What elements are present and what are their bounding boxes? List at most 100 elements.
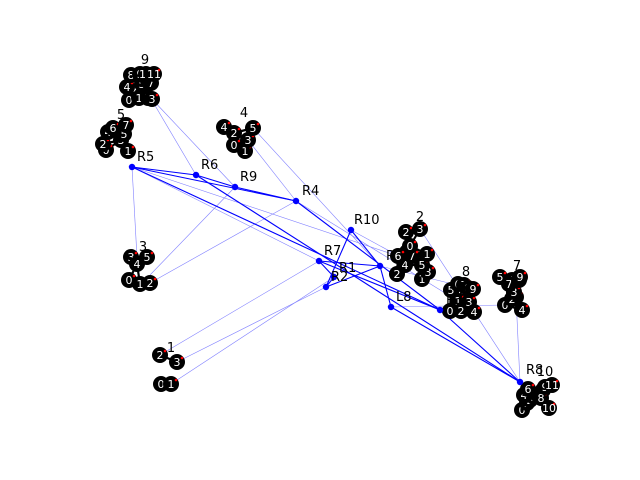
node-mark <box>237 127 241 131</box>
node-label: 9 <box>517 271 524 284</box>
cluster-node: 4 <box>514 302 530 318</box>
router-edge <box>195 174 521 383</box>
node-mark <box>431 266 435 270</box>
router-label: R3 <box>446 293 463 308</box>
node-label: 1 <box>242 145 249 158</box>
cluster-label: 7 <box>513 259 521 274</box>
router-edge <box>325 229 352 288</box>
node-label: 4 <box>134 258 141 271</box>
router-label: R7 <box>324 244 341 259</box>
node-label: 1 <box>137 278 144 291</box>
router-edge <box>131 166 197 176</box>
node-mark <box>157 68 161 72</box>
router-edge <box>295 200 441 311</box>
cluster-node: 9 <box>465 281 481 297</box>
node-label: 4 <box>221 121 228 134</box>
cluster-label: 10 <box>537 365 554 380</box>
cluster-node: 2 <box>142 275 158 291</box>
router-label: R4 <box>302 184 319 199</box>
cluster-node: 3 <box>144 91 160 107</box>
node-mark <box>477 306 481 310</box>
node-label: 6 <box>395 250 402 263</box>
node-label: 1 <box>136 92 143 105</box>
router-edge <box>439 309 521 383</box>
cluster-node: 5 <box>139 249 155 265</box>
node-label: 0 <box>502 299 509 312</box>
router-dot <box>315 257 323 265</box>
node-mark <box>132 274 136 278</box>
node-mark <box>129 119 133 123</box>
node-label: 0 <box>519 404 526 417</box>
thin-edge <box>149 96 236 188</box>
node-label: 8 <box>128 69 135 82</box>
router-dot <box>231 183 239 191</box>
node-label: 8 <box>538 392 545 405</box>
node-mark <box>401 250 405 254</box>
node-label: 3 <box>245 134 252 147</box>
node-label: 1 <box>168 378 175 391</box>
node-mark <box>423 223 427 227</box>
cluster-node: 9 <box>512 269 528 285</box>
router-edge <box>350 229 381 267</box>
node-label: 4 <box>402 259 409 272</box>
node-label: 1 <box>125 145 132 158</box>
cluster-node: 5 <box>245 120 261 136</box>
cluster-node: 11 <box>544 377 560 393</box>
node-label: 7 <box>409 250 416 263</box>
node-mark <box>131 145 135 149</box>
cluster-label: 1 <box>167 341 175 356</box>
router-nodes <box>128 163 524 386</box>
thin-edge <box>149 96 197 176</box>
thin-edge <box>295 200 459 302</box>
node-label: 2 <box>403 226 410 239</box>
cluster-label: 5 <box>117 108 125 123</box>
router-edge <box>318 260 335 278</box>
thin-edge <box>131 166 138 258</box>
thin-edges <box>131 96 521 385</box>
cluster-nodes: 0123012345670123012345012345012345670123… <box>95 66 560 418</box>
node-label: 3 <box>174 356 181 369</box>
thin-edge <box>131 166 320 262</box>
router-edges <box>131 166 521 383</box>
node-label: 2 <box>394 268 401 281</box>
thin-edge <box>149 200 297 284</box>
node-mark <box>552 402 556 406</box>
node-label: 0 <box>231 139 238 152</box>
router-label: R6 <box>201 158 218 173</box>
node-mark <box>413 240 417 244</box>
cluster-label: 2 <box>416 210 424 225</box>
node-mark <box>555 379 559 383</box>
router-edge <box>131 166 441 311</box>
node-mark <box>415 250 419 254</box>
node-label: 3 <box>149 93 156 106</box>
router-dot <box>387 303 395 311</box>
router-label: R10 <box>354 213 380 228</box>
router-label: R <box>386 249 395 264</box>
cluster-node: 6 <box>390 248 406 264</box>
node-label: 0 <box>447 305 454 318</box>
node-mark <box>525 304 529 308</box>
node-mark <box>430 248 434 252</box>
cluster-node: 4 <box>466 304 482 320</box>
thin-edge <box>131 166 399 257</box>
node-label: 11 <box>545 379 559 392</box>
router-edge <box>318 260 381 267</box>
node-label: 10 <box>542 402 556 415</box>
router-label: R2 <box>331 270 348 285</box>
thin-edge <box>149 186 236 276</box>
router-edge <box>195 174 236 188</box>
node-label: 4 <box>471 306 478 319</box>
cluster-node: 1 <box>419 246 435 262</box>
cluster-node: 4 <box>216 119 232 135</box>
cluster-node: 6 <box>520 381 536 397</box>
node-mark <box>163 349 167 353</box>
thin-edge <box>176 286 327 363</box>
router-dot <box>128 163 136 171</box>
node-label: 2 <box>157 349 164 362</box>
router-dot <box>192 171 200 179</box>
router-edge <box>379 265 392 308</box>
cluster-label: 4 <box>240 106 248 121</box>
node-label: 2 <box>100 138 107 151</box>
node-label: 5 <box>144 251 151 264</box>
